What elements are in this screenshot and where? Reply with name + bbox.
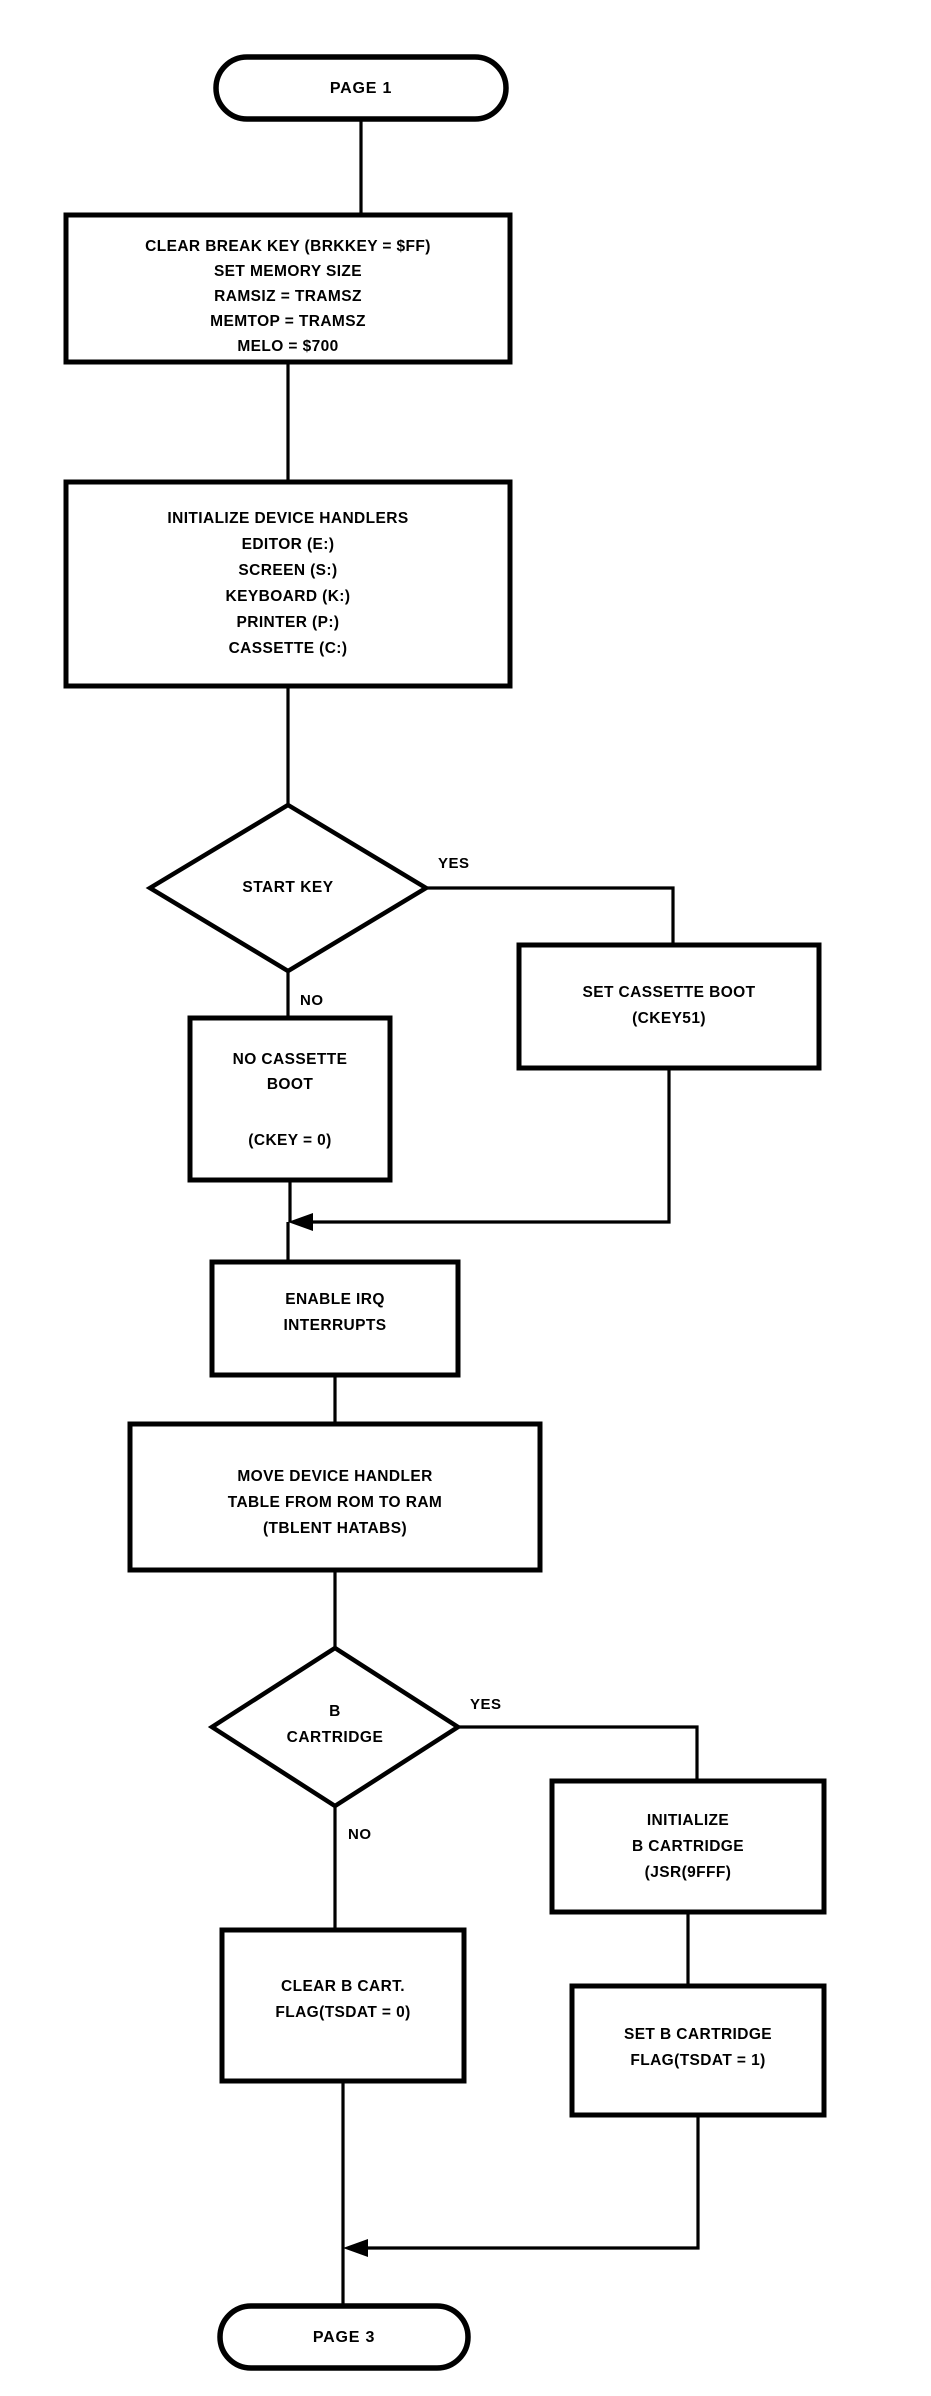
no-cassette-boot-line-4: (CKEY = 0) — [248, 1132, 331, 1149]
process-shape-set-cassette-boot — [516, 942, 822, 1071]
init-b-cartridge-line-1: INITIALIZE — [647, 1812, 729, 1829]
node-enable-irq: ENABLE IRQ INTERRUPTS — [209, 1259, 461, 1378]
node-set-cassette-boot: SET CASSETTE BOOT (CKEY51) — [516, 942, 822, 1071]
init-handlers-line-1: INITIALIZE DEVICE HANDLERS — [167, 510, 408, 527]
node-set-b-cartridge-flag: SET B CARTRIDGE FLAG(TSDAT = 1) — [569, 1983, 827, 2118]
process-shape-clear-break — [63, 212, 513, 365]
node-init-device-handlers: INITIALIZE DEVICE HANDLERS EDITOR (E:) S… — [63, 479, 513, 689]
process-shape-enable-irq — [209, 1259, 461, 1378]
decision-shape-b-cartridge — [207, 1645, 463, 1809]
clear-break-line-4: MEMTOP = TRAMSZ — [210, 313, 366, 330]
node-move-handler-table: MOVE DEVICE HANDLER TABLE FROM ROM TO RA… — [127, 1421, 543, 1573]
clear-break-line-3: RAMSIZ = TRAMSZ — [214, 288, 362, 305]
clear-break-line-5: MELO = $700 — [237, 338, 338, 355]
node-page-start-label: PAGE 1 — [330, 80, 392, 97]
process-shape-init-b-cartridge — [549, 1778, 827, 1915]
init-handlers-line-3: SCREEN (S:) — [238, 562, 337, 579]
node-clear-b-cart-flag: CLEAR B CART. FLAG(TSDAT = 0) — [219, 1927, 467, 2084]
b-cartridge-label-line-2: CARTRIDGE — [287, 1729, 384, 1746]
arrow-merge-b-cartridge — [343, 2239, 368, 2257]
terminator-shape-end — [217, 2303, 471, 2371]
b-cartridge-yes-label: YES — [470, 1696, 502, 1713]
move-table-line-2: TABLE FROM ROM TO RAM — [228, 1494, 442, 1511]
connector-set-cassette-boot-merge — [308, 1068, 671, 1224]
process-shape-set-b-flag — [569, 1983, 827, 2118]
node-page-end-label: PAGE 3 — [313, 2329, 375, 2346]
clear-break-line-2: SET MEMORY SIZE — [214, 263, 362, 280]
init-handlers-line-2: EDITOR (E:) — [242, 536, 335, 553]
set-cassette-boot-line-2: (CKEY51) — [632, 1010, 706, 1027]
node-page-end: PAGE 3 — [217, 2303, 471, 2371]
init-handlers-line-6: CASSETTE (C:) — [229, 640, 348, 657]
node-initialize-b-cartridge: INITIALIZE B CARTRIDGE (JSR(9FFF) — [549, 1778, 827, 1915]
move-table-line-3: (TBLENT HATABS) — [263, 1520, 407, 1537]
init-handlers-line-4: KEYBOARD (K:) — [226, 588, 351, 605]
connector-set-b-flag-merge — [363, 2115, 700, 2250]
node-start-key-decision: START KEY — [145, 802, 431, 974]
clear-b-flag-line-1: CLEAR B CART. — [281, 1978, 405, 1995]
node-page-start: PAGE 1 — [213, 54, 509, 122]
connector-start-key-yes — [426, 886, 675, 945]
connector-b-cartridge-yes — [458, 1725, 699, 1781]
start-key-yes-label: YES — [438, 855, 470, 872]
no-cassette-boot-line-2: BOOT — [267, 1076, 314, 1093]
node-no-cassette-boot: NO CASSETTE BOOT (CKEY = 0) — [187, 1015, 393, 1183]
set-b-flag-line-2: FLAG(TSDAT = 1) — [630, 2052, 765, 2069]
start-key-label: START KEY — [242, 879, 333, 896]
process-shape-clear-b-flag — [219, 1927, 467, 2084]
clear-break-line-1: CLEAR BREAK KEY (BRKKEY = $FF) — [145, 238, 431, 255]
process-shape-move-table — [127, 1421, 543, 1573]
move-table-line-1: MOVE DEVICE HANDLER — [237, 1468, 432, 1485]
arrow-merge-cassette — [288, 1213, 313, 1231]
b-cartridge-label-line-1: B — [329, 1703, 341, 1720]
process-shape-no-cassette-boot — [187, 1015, 393, 1183]
set-cassette-boot-line-1: SET CASSETTE BOOT — [582, 984, 755, 1001]
set-b-flag-line-1: SET B CARTRIDGE — [624, 2026, 772, 2043]
init-b-cartridge-line-3: (JSR(9FFF) — [645, 1864, 732, 1881]
init-b-cartridge-line-2: B CARTRIDGE — [632, 1838, 744, 1855]
start-key-no-label: NO — [300, 992, 324, 1009]
no-cassette-boot-line-1: NO CASSETTE — [233, 1051, 348, 1068]
node-clear-break-key: CLEAR BREAK KEY (BRKKEY = $FF) SET MEMOR… — [63, 212, 513, 365]
b-cartridge-no-label: NO — [348, 1826, 372, 1843]
enable-irq-line-1: ENABLE IRQ — [285, 1291, 385, 1308]
init-handlers-line-5: PRINTER (P:) — [237, 614, 340, 631]
node-b-cartridge-decision: B CARTRIDGE — [207, 1645, 463, 1809]
clear-b-flag-line-2: FLAG(TSDAT = 0) — [275, 2004, 410, 2021]
enable-irq-line-2: INTERRUPTS — [283, 1317, 386, 1334]
